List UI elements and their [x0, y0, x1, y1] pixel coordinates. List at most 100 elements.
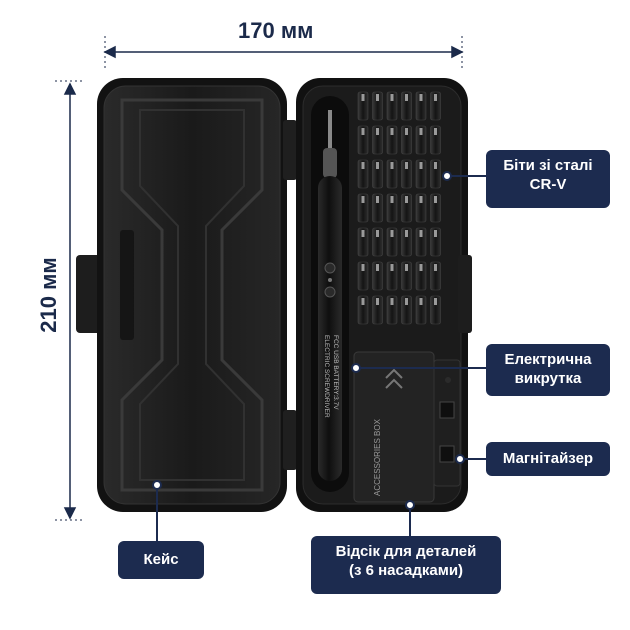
bit-tip	[361, 94, 365, 101]
bit	[386, 295, 398, 325]
bit-tip	[376, 128, 379, 135]
bit-tip	[419, 94, 423, 101]
bit-tip	[419, 162, 423, 169]
bit-tip	[405, 162, 408, 169]
bit	[357, 295, 369, 325]
callout-driver-line-2: викрутка	[514, 370, 582, 387]
bit-tip	[434, 264, 437, 271]
bit-tip	[376, 94, 379, 101]
bit	[415, 159, 427, 189]
bit	[372, 227, 383, 257]
callout-driver-line-1: Електрична	[504, 351, 592, 368]
bit	[415, 91, 427, 121]
bit	[415, 261, 427, 291]
bit-tip	[361, 230, 365, 237]
bit-tip	[419, 264, 423, 271]
bit	[386, 227, 398, 257]
bit	[401, 193, 412, 223]
bit-tip	[405, 128, 408, 135]
bit-tip	[419, 230, 423, 237]
bit	[430, 159, 441, 189]
bit	[430, 261, 441, 291]
bit	[386, 125, 398, 155]
bit	[415, 125, 427, 155]
bit	[372, 193, 383, 223]
bits-grid	[357, 91, 441, 325]
bit-tip	[376, 196, 379, 203]
bit-tip	[361, 162, 365, 169]
bit	[401, 125, 412, 155]
bit	[357, 125, 369, 155]
bit	[401, 91, 412, 121]
bit-tip	[390, 196, 394, 203]
callout-magnetizer: Магнітайзер	[486, 442, 610, 476]
bit	[372, 91, 383, 121]
bit	[401, 227, 412, 257]
bit	[386, 159, 398, 189]
driver-down-button-icon	[324, 286, 336, 298]
width-dimension-label: 170 мм	[238, 18, 314, 43]
bit-tip	[361, 298, 365, 305]
bit-tip	[434, 298, 437, 305]
width-dimension	[103, 36, 464, 70]
bit	[430, 125, 441, 155]
bit	[430, 227, 441, 257]
callout-bits: Біти зі сталі CR-V	[486, 150, 610, 208]
bit-tip	[434, 128, 437, 135]
bit	[372, 125, 383, 155]
callout-parts-box: Відсік для деталей (з 6 насадками)	[311, 536, 501, 594]
bit-tip	[390, 264, 394, 271]
bit-tip	[419, 298, 423, 305]
bit-tip	[376, 264, 379, 271]
bit-tip	[390, 94, 394, 101]
bit-tip	[376, 230, 379, 237]
bit	[357, 91, 369, 121]
bit	[415, 193, 427, 223]
bit-tip	[390, 128, 394, 135]
case-lid	[76, 78, 297, 512]
bit-tip	[419, 196, 423, 203]
bit	[386, 261, 398, 291]
driver-print-2: FCC USB BATTERY:3.7V	[332, 335, 339, 410]
bit	[372, 295, 383, 325]
magnetizer-slot-top	[439, 401, 455, 419]
bit	[357, 261, 369, 291]
height-dimension-label: 210 мм	[36, 257, 61, 333]
bit-tip	[419, 128, 423, 135]
bit	[415, 227, 427, 257]
bit-tip	[434, 230, 437, 237]
bit-tip	[434, 196, 437, 203]
bit	[415, 295, 427, 325]
bit	[372, 159, 383, 189]
bit	[372, 261, 383, 291]
bit-tip	[405, 298, 408, 305]
bit	[401, 295, 412, 325]
bit	[430, 91, 441, 121]
bit-tip	[405, 196, 408, 203]
bit-tip	[376, 298, 379, 305]
bit	[430, 193, 441, 223]
callout-bits-line-1: Біти зі сталі	[503, 157, 593, 174]
bit	[386, 91, 398, 121]
bit	[401, 159, 412, 189]
bit-tip	[361, 128, 365, 135]
magnetizer-slot-bottom	[439, 445, 455, 463]
bit	[357, 227, 369, 257]
bit	[430, 295, 441, 325]
driver-print-1: ELECTRIC SCREWDRIVER	[323, 335, 330, 418]
bit	[357, 159, 369, 189]
callout-case: Кейс	[118, 541, 204, 579]
callout-driver: Електрична викрутка	[486, 344, 610, 396]
bit-tip	[434, 94, 437, 101]
bit	[386, 193, 398, 223]
bit-tip	[361, 264, 365, 271]
height-dimension	[55, 80, 85, 521]
bit-tip	[390, 162, 394, 169]
callout-bits-line-2: CR-V	[529, 176, 567, 193]
callout-box-line-1: Відсік для деталей	[335, 543, 477, 560]
callout-box-line-2: (з 6 насадками)	[348, 562, 464, 579]
driver-up-button-icon	[324, 262, 336, 274]
electric-screwdriver: ELECTRIC SCREWDRIVER FCC USB BATTERY:3.7…	[311, 96, 349, 492]
bit	[357, 193, 369, 223]
